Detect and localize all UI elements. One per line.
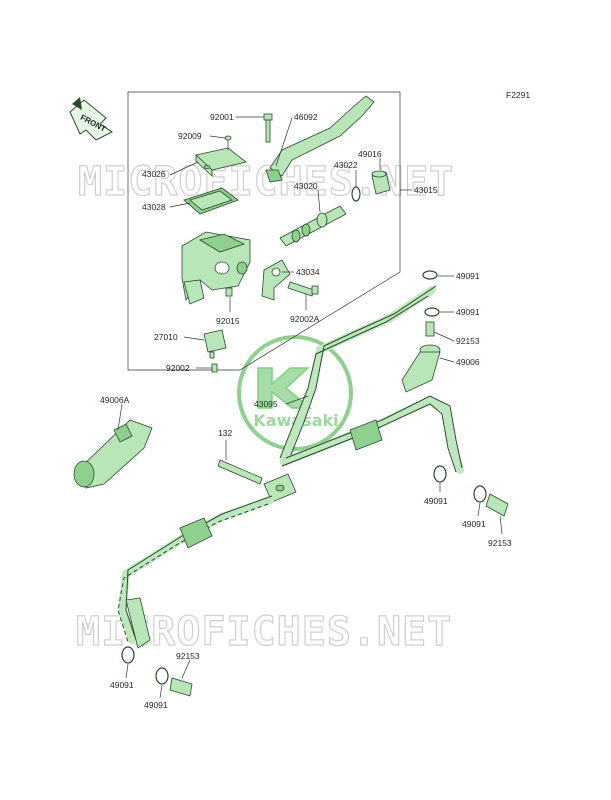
label-49006[interactable]: 49006 — [456, 357, 480, 367]
bolt-132 — [217, 459, 263, 485]
screw-92009 — [224, 135, 232, 150]
label-92001[interactable]: 92001 — [210, 112, 234, 122]
label-92153-c[interactable]: 92153 — [176, 651, 200, 661]
label-43015[interactable]: 43015 — [414, 185, 438, 195]
label-49091-d[interactable]: 49091 — [462, 519, 486, 529]
label-49016[interactable]: 49016 — [358, 149, 382, 159]
figure-code: F2291 — [506, 90, 530, 100]
piston-assembly — [279, 205, 347, 247]
assembly-frame — [127, 91, 401, 371]
watermark-top: MICROFICHES.NET — [78, 159, 454, 205]
brake-lever — [265, 95, 375, 183]
label-49091-f[interactable]: 49091 — [144, 700, 168, 710]
screw-92015 — [225, 287, 233, 297]
label-49091-b[interactable]: 49091 — [456, 307, 480, 317]
label-92015[interactable]: 92015 — [216, 316, 240, 326]
label-49091-a[interactable]: 49091 — [456, 271, 480, 281]
washer-ll-2 — [155, 667, 169, 685]
master-cylinder-body — [181, 231, 251, 305]
label-43095[interactable]: 43095 — [254, 399, 278, 409]
label-46092[interactable]: 46092 — [294, 112, 318, 122]
label-43028[interactable]: 43028 — [142, 202, 166, 212]
front-arrow-icon: FRONT — [69, 97, 113, 141]
label-92002[interactable]: 92002 — [166, 363, 190, 373]
label-92153-b[interactable]: 92153 — [488, 538, 512, 548]
diaphragm — [183, 187, 239, 215]
boot-49016 — [371, 170, 391, 195]
reservoir-cap — [195, 147, 247, 177]
cover-49006A — [73, 419, 153, 489]
label-49006A[interactable]: 49006A — [100, 395, 130, 405]
washer-lr-2 — [473, 485, 487, 503]
joint-block — [263, 473, 297, 503]
bolt-92153-top — [425, 321, 435, 337]
label-49091-e[interactable]: 49091 — [110, 680, 134, 690]
bolt-92002A — [287, 281, 319, 297]
label-43020[interactable]: 43020 — [294, 181, 318, 191]
label-43022[interactable]: 43022 — [334, 160, 358, 170]
fitting-49006 — [401, 344, 441, 393]
label-49091-c[interactable]: 49091 — [424, 496, 448, 506]
washer-mid — [424, 307, 440, 317]
label-27010[interactable]: 27010 — [154, 332, 178, 342]
leader-lines — [117, 116, 503, 699]
label-43034[interactable]: 43034 — [296, 267, 320, 277]
hose-upper — [280, 286, 436, 464]
washer-ll-1 — [121, 646, 135, 664]
washer-lr-1 — [433, 465, 447, 483]
switch-27010 — [203, 329, 227, 359]
label-92009[interactable]: 92009 — [178, 131, 202, 141]
clamp-43034 — [261, 259, 291, 301]
bolt-92153-bottom — [169, 677, 193, 697]
bolt-92153-right — [485, 493, 509, 517]
label-43026[interactable]: 43026 — [142, 169, 166, 179]
part-labels: 92001 46092 92009 49016 43022 43026 4301… — [100, 112, 512, 710]
washer-top — [422, 270, 438, 280]
label-92153-a[interactable]: 92153 — [456, 336, 480, 346]
label-92002A[interactable]: 92002A — [290, 314, 320, 324]
bolt-92001 — [263, 113, 273, 143]
kawasaki-logo: Kawasaki — [237, 335, 353, 451]
label-132[interactable]: 132 — [218, 428, 232, 438]
screw-92002 — [211, 363, 218, 373]
